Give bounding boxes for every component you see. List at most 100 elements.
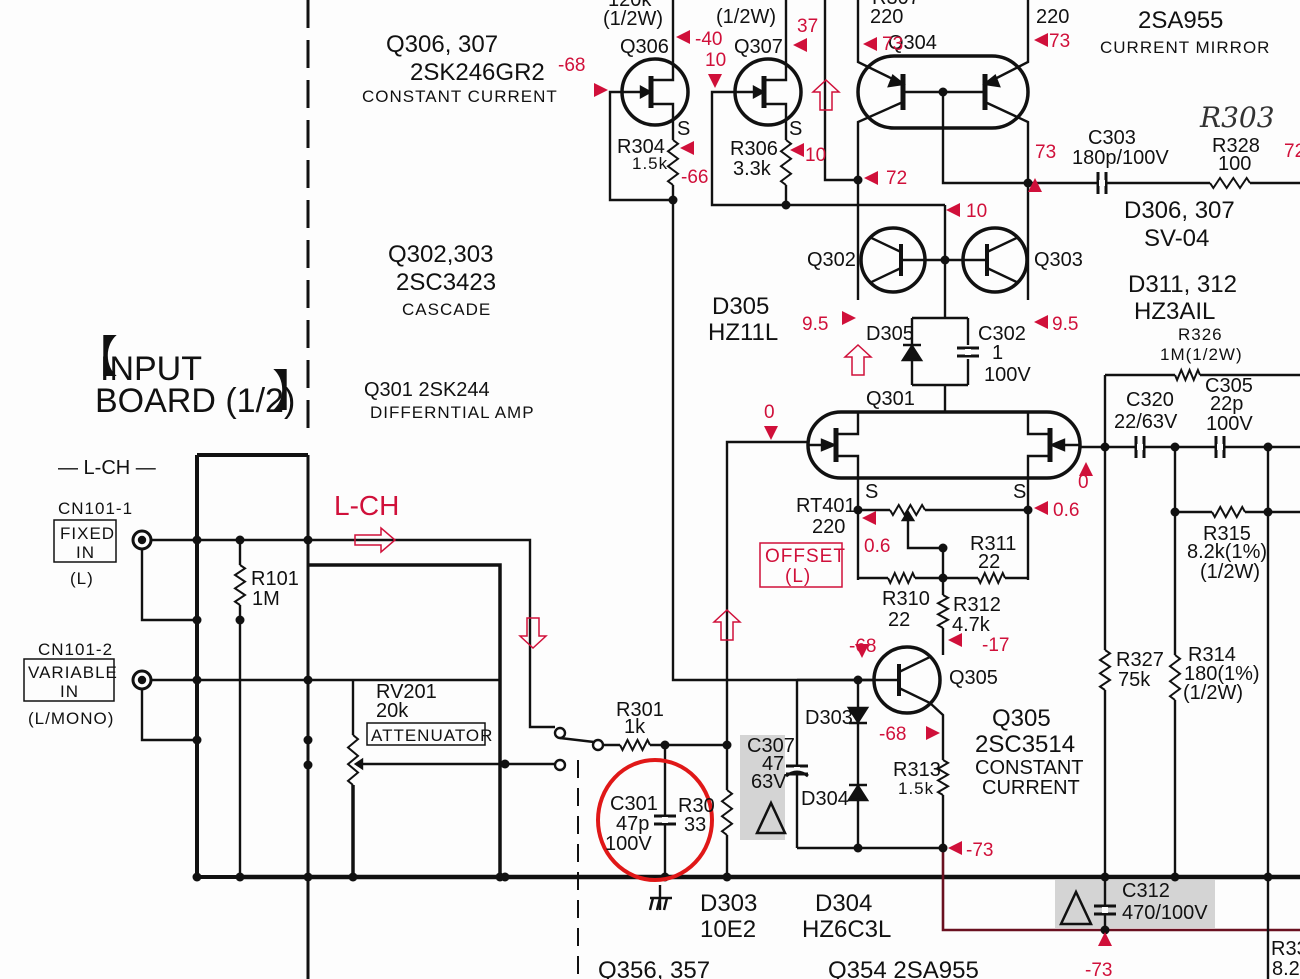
r33x-label: R33 xyxy=(1271,938,1300,960)
r311-label: R311 xyxy=(970,533,1016,555)
voltage-marker-arrow xyxy=(676,30,690,44)
fet-gate-arrow xyxy=(639,84,653,100)
shaded-regions xyxy=(740,735,1215,928)
r304-value: 1.5k xyxy=(632,154,668,173)
wire xyxy=(984,100,1030,300)
voltage-label: -17 xyxy=(982,635,1009,656)
transistor-emitter xyxy=(870,266,902,284)
resistor xyxy=(1211,504,1246,520)
voltage-marker-arrow xyxy=(790,143,804,157)
r327-label: R327 xyxy=(1116,649,1164,671)
voltage-label: -73 xyxy=(1085,960,1112,979)
junction-dot xyxy=(192,675,202,685)
warning-icon xyxy=(755,800,787,835)
r101-label: R101 xyxy=(251,568,299,590)
voltage-marker-arrow xyxy=(1028,178,1042,192)
offset-label: OFFSET xyxy=(765,546,846,567)
wire xyxy=(140,689,197,742)
variable-label: VARIABLE xyxy=(28,663,118,682)
resistor xyxy=(233,564,247,606)
junction-dot xyxy=(853,843,863,853)
q306-desc: CONSTANT CURRENT xyxy=(362,87,558,106)
cn101-2-sub: (L/MONO) xyxy=(28,709,114,728)
offset-sub-label: (L) xyxy=(785,566,811,587)
fixed-label: FIXED xyxy=(60,524,115,543)
voltage-marker-arrow xyxy=(1034,315,1048,329)
voltage-marker-arrow xyxy=(946,203,960,217)
c302-value2: 100V xyxy=(984,364,1031,386)
q301-source-right: S xyxy=(1013,481,1026,503)
r314-watt: (1/2W) xyxy=(1183,682,1243,704)
d311-part: HZ3AIL xyxy=(1134,298,1215,325)
junction-dot xyxy=(303,535,313,545)
c312-label: C312 xyxy=(1122,880,1170,902)
junction-dot xyxy=(192,735,202,745)
resistor xyxy=(935,594,951,629)
resistor xyxy=(666,139,680,186)
r328-label: R328 xyxy=(1212,135,1260,157)
r314-label: R314 xyxy=(1188,644,1236,666)
junction-dot xyxy=(853,675,863,685)
highlight-circle xyxy=(596,758,714,882)
board-title-line2: BOARD (1/2) xyxy=(95,382,295,420)
q302-group-title: Q302,303 xyxy=(388,241,493,268)
fet-drain xyxy=(651,62,675,82)
wire xyxy=(941,92,1028,185)
r301-value: 1k xyxy=(624,716,646,738)
q302-desc: CASCADE xyxy=(402,300,491,319)
c302-value1: 1 xyxy=(992,342,1003,364)
voltage-label: 10 xyxy=(705,50,726,71)
junction-dot xyxy=(668,195,678,205)
voltage-label: 9.5 xyxy=(802,314,828,335)
voltage-label: 10 xyxy=(966,201,987,222)
transistor-collector xyxy=(986,236,1018,254)
resistor xyxy=(346,734,360,786)
variable-in-label: IN xyxy=(60,682,79,701)
junction-dot xyxy=(192,615,202,625)
junction-dot xyxy=(303,675,313,685)
resistor xyxy=(889,503,926,517)
voltage-marker-arrow xyxy=(864,171,878,185)
junction-dot xyxy=(722,872,732,882)
c312-value: 470/100V xyxy=(1122,902,1208,924)
voltage-label: 72 xyxy=(886,168,907,189)
voltage-label: 73 xyxy=(882,34,903,55)
rt401-label: RT401 xyxy=(796,495,856,517)
c301-value1: 47p xyxy=(616,813,649,835)
voltage-marker-arrow xyxy=(680,141,694,155)
r33x-value: 8.2 xyxy=(1272,958,1300,979)
signal-flow-arrow xyxy=(843,343,873,376)
q301-dual-fet xyxy=(806,410,1082,480)
voltage-label: 37 xyxy=(797,16,818,37)
q301-group-title: Q301 2SK244 xyxy=(364,379,490,401)
handwritten-r303: R303 xyxy=(1199,101,1275,134)
c305-value2: 100V xyxy=(1206,413,1253,435)
d306-part: SV-04 xyxy=(1144,225,1209,252)
junction-dot xyxy=(1100,442,1110,452)
c303-label: C303 xyxy=(1088,127,1136,149)
voltage-markers xyxy=(354,30,1112,946)
r313-value: 1.5k xyxy=(898,779,934,798)
wire xyxy=(151,538,555,729)
q356-title: Q356, 357 xyxy=(598,957,710,979)
voltage-label: -68 xyxy=(558,55,585,76)
c307-value1: 47 xyxy=(762,753,784,775)
diode-body xyxy=(846,783,870,802)
jack-pin xyxy=(137,535,147,545)
r302-label: R30 xyxy=(678,795,715,817)
junction-dot xyxy=(500,759,510,769)
junction-dot xyxy=(1263,442,1273,452)
voltage-marker-arrow xyxy=(764,426,778,440)
r313-label: R313 xyxy=(893,759,941,781)
wire xyxy=(941,848,1300,932)
q305-title: Q305 xyxy=(992,705,1051,732)
voltage-label: 72 xyxy=(1284,141,1300,162)
r326-value: 1M(1/2W) xyxy=(1160,345,1243,364)
q305-desc2: CURRENT xyxy=(982,777,1080,799)
transistor-emitter xyxy=(986,266,1018,284)
r301-label: R301 xyxy=(616,699,664,721)
c307-value2: 63V xyxy=(751,771,787,793)
jack-pin xyxy=(137,675,147,685)
